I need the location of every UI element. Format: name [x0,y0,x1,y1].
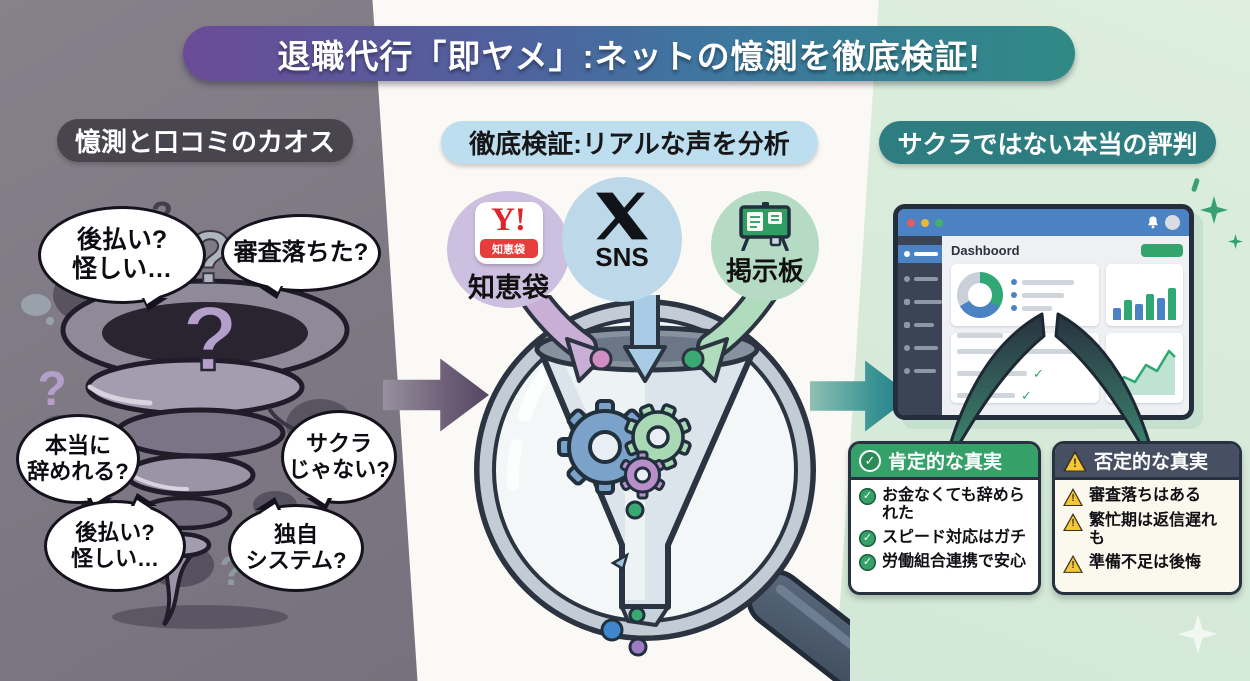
negative-verdict-box: ! 否定的な真実 ! 審査落ちはある ! 繁忙期は返信遅れも ! 準備不足は後悔 [1052,441,1242,595]
tornado-shadow [112,605,288,629]
source-label: 知恵袋 [468,273,549,303]
negative-item: ! 審査落ちはある [1063,487,1231,506]
warning-triangle-icon: ! [1063,450,1087,472]
bubble-text: 後払い? 怪しい… [71,225,172,284]
sidebar-item [898,272,942,286]
gear-icon [619,450,666,500]
bar-chart-card [1106,264,1183,326]
question-mark: ? [37,363,66,416]
bubble-text: サクラ じゃない? [288,431,390,482]
dashboard-sidebar [898,236,942,415]
positive-item-text: 労働組合連携で安心 [882,552,1027,570]
x-logo-icon [596,192,648,240]
donut-chart [957,272,1003,318]
positive-item: ✓ 労働組合連携で安心 [859,553,1030,571]
area-chart [1112,349,1176,395]
negative-item-text: 審査落ちはある [1089,487,1202,504]
source-keijiban: 掲示板 [711,191,819,301]
sidebar-item [898,364,942,378]
speech-bubble: 本当に 辞めれる? [16,414,140,524]
droplet [628,637,648,657]
question-mark: ? [182,288,238,390]
positive-item-text: お金なくても辞められた [882,487,1025,522]
avatar-circle [1165,215,1180,230]
positive-verdict-box: ✓ 肯定的な真実 ✓ お金なくても辞められた ✓ スピード対応はガチ ✓ 労働組… [848,441,1041,595]
droplet [628,606,646,624]
yahoo-badge-text: 知恵袋 [479,239,538,258]
donut-chart-card [951,264,1099,326]
warning-triangle-icon: ! [1063,554,1083,573]
positive-item-text: スピード対応はガチ [882,528,1027,546]
dashboard-title: Dashboord [951,243,1020,258]
speech-bubble: 独自 システム? [228,484,364,592]
source-sns: SNS [562,177,682,302]
yahoo-logo-text: Y! [491,202,526,238]
funnel-magnifier-illustration [474,295,850,681]
speech-bubble: 後払い? 怪しい… [44,480,186,592]
yahoo-chiebukuro-icon: Y! 知恵袋 [474,202,543,264]
positive-item: ✓ お金なくても辞められた [859,487,1030,523]
bell-icon [1148,216,1158,229]
chaos-header-label: 憶測と口コミのカオス [74,127,335,157]
inflow-arrows [514,295,780,383]
bar-chart [1112,270,1177,320]
sidebar-item [898,295,942,309]
negative-item-text: 準備不足は後悔 [1089,553,1202,571]
traffic-light-yellow [921,218,929,227]
warning-triangle-icon: ! [1063,513,1083,531]
speech-bubble: サクラ じゃない? [281,410,397,524]
analysis-header-label: 徹底検証:リアルな声を分析 [469,129,790,159]
results-header-label: サクラではない本当の評判 [897,130,1198,159]
thought-bubble [21,294,51,316]
bulletin-board-icon [739,202,791,251]
negative-item-text: 繁忙期は返信遅れも [1089,512,1218,547]
dashboard-green-button [1141,244,1183,257]
source-label: SNS [595,242,649,272]
droplet [600,618,624,642]
title-banner: 退職代行「即ヤメ」:ネットの憶測を徹底検証! [183,26,1075,81]
sidebar-item [898,318,942,332]
sidebar-item-active [898,245,942,263]
bubble-text: 独自 システム? [245,522,347,573]
positive-header-label: 肯定的な真実 [888,452,1003,473]
sidebar-item [898,341,942,355]
area-chart-card [1106,333,1183,403]
positive-item: ✓ スピード対応はガチ [859,529,1030,547]
speech-bubble: 審査落ちた? [221,214,381,312]
source-chiebukuro: Y! 知恵袋 知恵袋 [447,191,570,308]
bubble-text: 後払い? 怪しい… [70,520,159,571]
bubble-text: 本当に 辞めれる? [27,433,129,484]
negative-header-label: 否定的な真実 [1094,452,1209,473]
dashboard-titlebar [898,209,1189,236]
analysis-section-header: 徹底検証:リアルな声を分析 [441,121,818,164]
chaos-section-header: 憶測と口コミのカオス [57,119,353,162]
positive-header: ✓ 肯定的な真実 [851,444,1038,480]
negative-item: ! 繁忙期は返信遅れも [1063,512,1231,548]
check-icon: ✓ [859,553,876,571]
check-icon: ✓ [859,529,876,547]
results-section-header: サクラではない本当の評判 [879,121,1216,164]
page-title: 退職代行「即ヤメ」:ネットの憶測を徹底検証! [277,37,981,75]
check-circle-icon: ✓ [859,449,881,472]
bubble-text: 審査落ちた? [233,238,369,266]
warning-triangle-icon: ! [1063,488,1083,506]
check-icon: ✓ [859,488,876,505]
negative-header: ! 否定的な真実 [1055,444,1239,480]
negative-item: ! 準備不足は後悔 [1063,554,1231,573]
speech-bubble: 後払い? 怪しい… [38,206,206,324]
traffic-light-green [935,218,943,227]
traffic-light-red [907,218,915,227]
source-label: 掲示板 [725,256,804,286]
